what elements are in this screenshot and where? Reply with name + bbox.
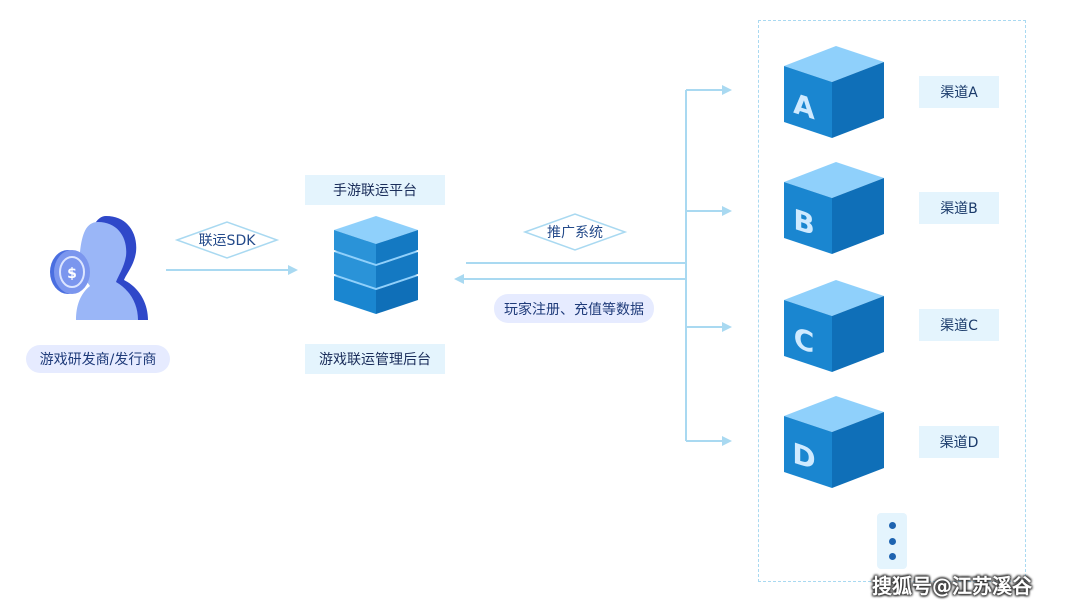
channel-label-a: 渠道A bbox=[919, 76, 999, 108]
dot bbox=[888, 553, 896, 561]
player-data-label: 玩家注册、充值等数据 bbox=[494, 294, 654, 323]
channel-label-b: 渠道B bbox=[919, 192, 999, 224]
platform-top-label: 手游联运平台 bbox=[305, 175, 445, 205]
more-dots-icon bbox=[877, 513, 907, 569]
channel-letter-a: A bbox=[793, 86, 815, 126]
server-stack-icon bbox=[334, 216, 418, 314]
dot bbox=[888, 521, 896, 529]
channel-letter-c: C bbox=[794, 320, 815, 360]
promotion-diamond bbox=[522, 213, 628, 251]
developer-label: 游戏研发商/发行商 bbox=[26, 345, 170, 373]
channel-frame bbox=[758, 20, 1026, 582]
channel-cube-c: C bbox=[784, 280, 884, 372]
platform-bottom-label: 游戏联运管理后台 bbox=[305, 344, 445, 374]
sdk-diamond bbox=[174, 221, 280, 259]
channel-cube-b: B bbox=[784, 162, 884, 254]
watermark: 搜狐号@江苏溪谷 bbox=[872, 574, 1032, 598]
channel-letter-d: D bbox=[792, 436, 815, 477]
developer-icon: $ bbox=[50, 216, 148, 320]
promotion-label: 推广系统 bbox=[547, 225, 603, 241]
channel-label-d: 渠道D bbox=[919, 426, 999, 458]
channel-cube-a: A bbox=[784, 46, 884, 138]
dot bbox=[888, 537, 896, 545]
channel-letter-b: B bbox=[793, 202, 814, 242]
svg-text:$: $ bbox=[67, 266, 77, 282]
channel-cube-d: D bbox=[784, 396, 884, 488]
sdk-label: 联运SDK bbox=[198, 233, 256, 249]
channel-label-c: 渠道C bbox=[919, 309, 999, 341]
